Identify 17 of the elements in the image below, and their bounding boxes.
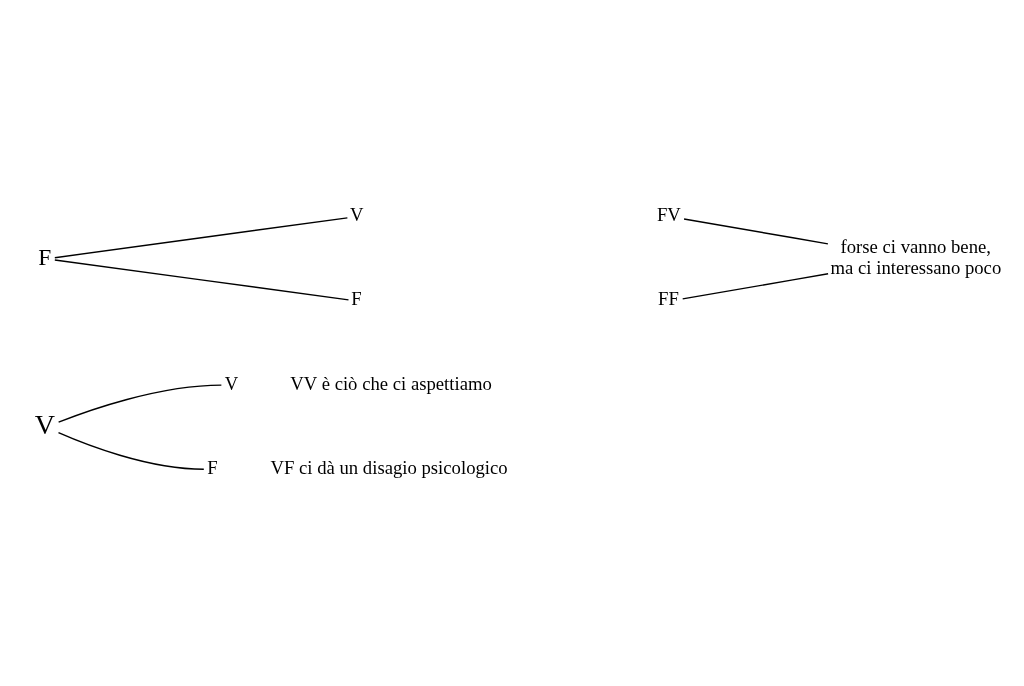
node-text: V xyxy=(34,409,55,441)
connector xyxy=(53,217,348,259)
node-text: F xyxy=(350,288,362,310)
connector xyxy=(57,432,204,470)
connector xyxy=(682,218,829,245)
node-text: FF xyxy=(657,288,679,310)
node-text: F xyxy=(206,456,218,478)
node-label: VV è ciò che ci aspettiamo xyxy=(289,372,492,394)
node-text: V xyxy=(224,372,238,394)
node-text: FV xyxy=(656,204,681,226)
connector xyxy=(53,259,349,301)
node-text: F xyxy=(37,243,51,270)
node-text: V xyxy=(349,204,363,226)
connector xyxy=(57,384,222,423)
node-label: VF ci dà un disagio psicologico xyxy=(269,456,508,478)
node-text: forse ci vanno bene, ma ci interessano poco xyxy=(830,235,1001,278)
connector xyxy=(681,273,829,300)
